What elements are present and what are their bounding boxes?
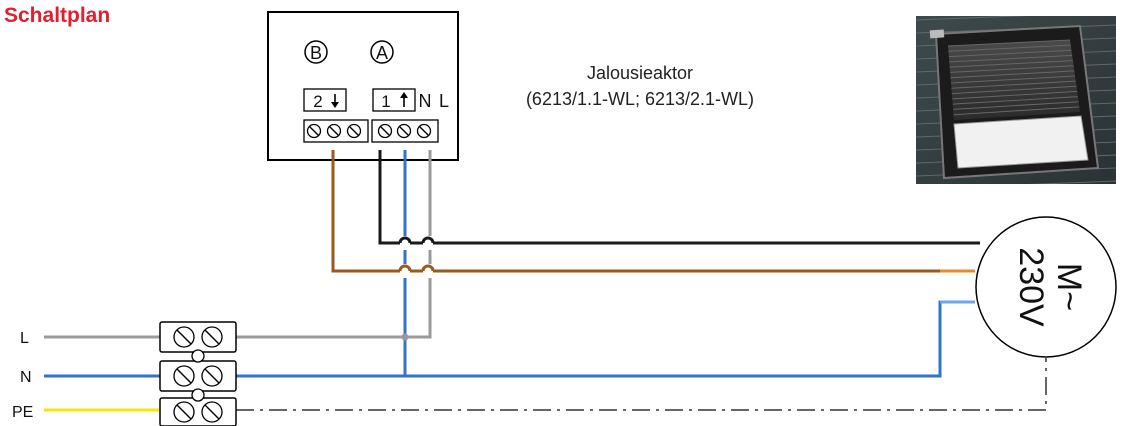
- terminal-down-label: 2: [313, 92, 322, 111]
- arrow-down-icon: [331, 94, 339, 108]
- motor-line1: M~: [1050, 263, 1088, 311]
- actuator-caption: Jalousieaktor (6213/1.1-WL; 6213/2.1-WL): [480, 60, 800, 112]
- terminal-row-pe: [159, 397, 237, 426]
- channel-a-label: A: [376, 43, 388, 63]
- blue-wire-motor: [236, 300, 975, 378]
- terminal-up-box: [372, 88, 416, 112]
- wire-hops: [398, 236, 435, 272]
- terminal-up-label: 1: [381, 92, 390, 111]
- roof-window-photo: [916, 16, 1116, 184]
- line-label-n: N: [20, 369, 32, 386]
- hop-brown-gray: [421, 264, 435, 272]
- actuator-label: Jalousieaktor: [586, 63, 694, 83]
- hop-brown-blue: [398, 264, 412, 272]
- motor: M~ 230V: [975, 216, 1117, 358]
- line-label-pe: PE: [12, 404, 33, 421]
- brown-wire: [331, 150, 970, 273]
- channel-b-circle: [304, 40, 328, 64]
- terminal-row-l: [159, 321, 237, 353]
- channel-b-label: B: [310, 43, 322, 63]
- junction-dot: [401, 333, 409, 341]
- page-title: Schaltplan: [4, 4, 111, 27]
- line-label-l: L: [20, 330, 29, 347]
- black-wire: [378, 150, 980, 245]
- screw-terminals: [306, 123, 432, 139]
- channel-a-circle: [370, 40, 394, 64]
- terminal-l-label: L: [439, 91, 449, 111]
- hop-black-blue: [398, 236, 412, 244]
- gray-wire-l: [236, 150, 432, 339]
- motor-line2: 230V: [1012, 247, 1050, 327]
- actuator-box: B A 2 1 N L: [267, 11, 459, 161]
- screw-terminal-block-right: [371, 119, 439, 143]
- screw-terminal-block-left: [303, 119, 369, 143]
- terminal-down-box: [303, 88, 347, 112]
- hop-black-gray: [421, 236, 435, 244]
- terminal-n-label: N: [419, 91, 432, 111]
- terminal-strip: [159, 321, 237, 426]
- pe-dash-line: [236, 358, 1047, 411]
- motor-circle: [975, 216, 1117, 358]
- arrow-up-icon: [400, 92, 408, 107]
- terminal-row-n: [159, 360, 237, 392]
- wires: [44, 150, 980, 412]
- actuator-models: (6213/1.1-WL; 6213/2.1-WL): [525, 89, 755, 109]
- window-glass: [953, 115, 1089, 169]
